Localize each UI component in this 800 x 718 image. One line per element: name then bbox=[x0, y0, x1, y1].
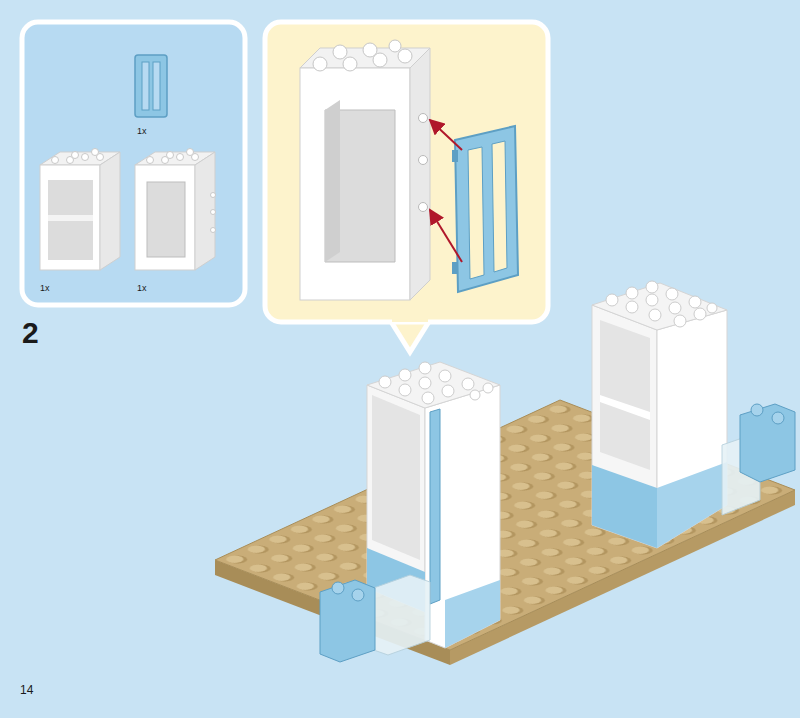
corner-bricks-right bbox=[722, 404, 795, 515]
window-frame-part bbox=[40, 149, 120, 271]
assembly-arrow bbox=[430, 120, 462, 150]
part-quantity: 1x bbox=[137, 127, 147, 136]
assembly-arrow bbox=[430, 210, 462, 262]
door-frame-enlarged bbox=[300, 40, 430, 300]
parts-panel bbox=[22, 22, 245, 305]
window-frame-built bbox=[592, 281, 727, 548]
step-number: 2 bbox=[22, 318, 39, 348]
door-enlarged bbox=[452, 126, 518, 292]
door-part bbox=[135, 55, 167, 117]
part-quantity: 1x bbox=[137, 284, 147, 293]
page-number: 14 bbox=[20, 684, 33, 696]
callout-panel bbox=[265, 22, 548, 322]
corner-bricks-left bbox=[320, 575, 430, 662]
part-quantity: 1x bbox=[40, 284, 50, 293]
callout-pointer bbox=[390, 320, 430, 352]
door-frame-part bbox=[135, 149, 216, 271]
